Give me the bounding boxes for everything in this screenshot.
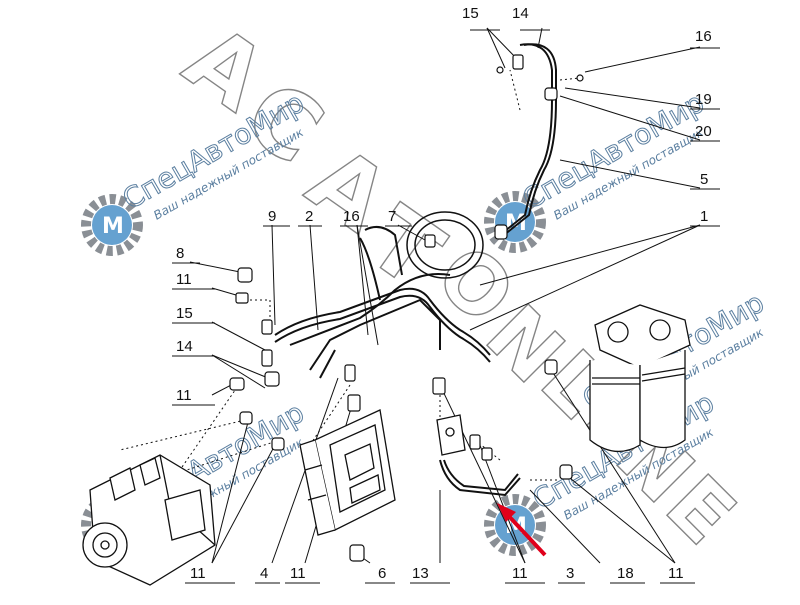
callout-9: 9 [268,208,277,225]
fuel-filter [589,304,691,452]
watermark-logo-1: М [81,194,143,256]
fitting-20 [544,87,558,101]
fitting-9 [261,319,273,335]
fitting-18 [469,434,481,450]
callout-19: 19 [695,91,712,108]
bracket-13 [436,414,466,456]
fitting-11e [347,394,361,412]
callout-4: 4 [260,565,269,582]
callout-14-left: 14 [176,338,193,355]
fitting-4 [344,364,356,382]
watermark-text-2: СпецАвтоМир Ваш надежный поставщик [517,85,711,222]
washer-11-a [235,292,249,304]
callout-11-e: 11 [512,565,528,582]
fitting-7 [424,234,436,248]
fitting-18b [481,447,493,461]
fitting-filter-top [544,359,558,375]
ring-part [406,211,484,279]
brand-outline-watermark: А С А Т O N L I N E [166,5,754,563]
callout-18: 18 [617,565,634,582]
fitting-banjo-top [512,54,524,70]
fitting-13-top [432,377,446,395]
callout-8: 8 [176,245,185,262]
fitting-15-left [261,349,273,367]
callout-11-f: 11 [668,565,684,582]
fitting-filter-bottom [559,464,573,480]
callout-20: 20 [695,123,712,140]
fuel-pipes [274,43,557,497]
callout-11-d: 11 [290,565,306,582]
callout-5: 5 [700,171,709,188]
callout-7: 7 [388,208,397,225]
ecu-unit [299,409,396,536]
fitting-5-bottom [494,224,508,240]
washer-11-d [271,437,285,451]
callout-13: 13 [412,565,429,582]
callout-2: 2 [305,208,314,225]
callout-16-top: 16 [695,28,712,45]
callout-14-top: 14 [512,5,529,22]
fitting-14-left [264,371,280,387]
callout-16-mid: 16 [343,208,360,225]
callout-6: 6 [378,565,387,582]
callout-11-a: 11 [176,271,192,288]
callout-1: 1 [700,208,709,225]
callout-15-left: 15 [176,305,193,322]
callout-15-top: 15 [462,5,479,22]
callout-underlines [172,29,720,584]
fittings [229,54,584,562]
washer-11-b [229,377,245,391]
highlight-arrow [497,503,547,557]
injection-pump [82,454,216,586]
leader-lines [189,27,701,564]
washer-11-c [239,411,253,425]
fitting-8 [237,267,253,283]
callout-11-b: 11 [176,387,192,404]
washer-15-top [496,66,504,74]
svg-text:М: М [102,214,124,239]
callout-3: 3 [566,565,575,582]
washer-16-top [576,74,584,82]
fitting-6 [349,544,365,562]
callout-11-c: 11 [190,565,206,582]
